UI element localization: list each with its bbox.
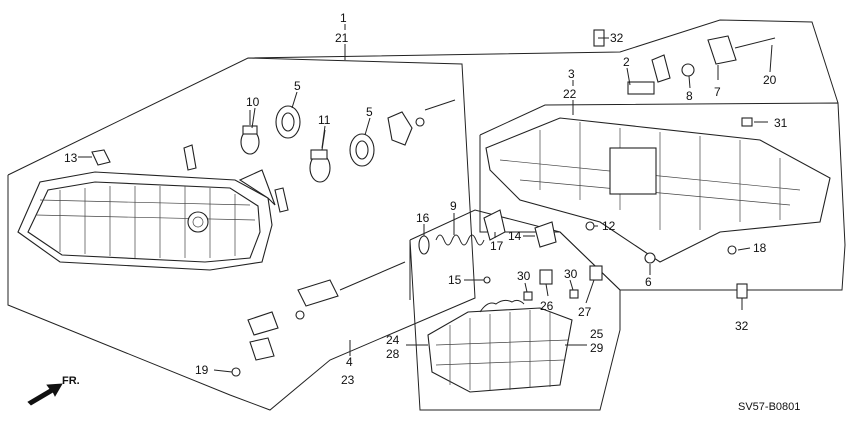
retainer-5a — [275, 105, 301, 139]
bracket-7 — [707, 35, 776, 65]
callout-30-right: 30 — [564, 267, 578, 281]
spring-9 — [418, 209, 506, 255]
callout-14: 14 — [508, 229, 522, 243]
screw-12 — [585, 221, 595, 231]
callout-5-right: 5 — [366, 105, 373, 119]
callout-6: 6 — [645, 275, 652, 289]
callout-29: 29 — [590, 341, 604, 355]
bulb-11 — [309, 129, 331, 183]
front-direction-label: FR. — [62, 375, 80, 387]
callout-11: 11 — [318, 113, 331, 127]
callout-22: 22 — [563, 87, 577, 101]
callout-18: 18 — [753, 241, 767, 255]
bracket-lower — [247, 311, 279, 361]
callout-25: 25 — [590, 327, 604, 341]
callout-21: 21 — [335, 31, 349, 45]
callout-23: 23 — [341, 373, 355, 387]
callout-20: 20 — [763, 73, 777, 87]
callout-17: 17 — [490, 239, 504, 253]
headlight-assembly — [17, 169, 276, 271]
leader-lines — [78, 24, 773, 373]
callout-7: 7 — [714, 85, 721, 99]
callout-28: 28 — [386, 347, 400, 361]
callout-13: 13 — [64, 151, 78, 165]
callout-2: 2 — [623, 55, 630, 69]
screw-15 — [483, 276, 491, 284]
callout-32-top: 32 — [610, 31, 624, 45]
headlight-housing — [485, 117, 831, 263]
callout-31: 31 — [774, 116, 788, 130]
clip-31 — [741, 117, 753, 127]
callout-3: 3 — [568, 67, 575, 81]
clip-14 — [534, 221, 557, 248]
retainer-5b — [349, 133, 375, 167]
housing-group-outline — [479, 102, 846, 291]
headlight-group-outline — [7, 57, 476, 411]
nut-18 — [727, 245, 737, 255]
callout-26: 26 — [540, 299, 554, 313]
callout-labels: 1 21 32 32 2 3 22 4 23 5 5 6 7 8 9 10 11… — [64, 11, 788, 387]
callout-30-left: 30 — [517, 269, 531, 283]
callout-9: 9 — [450, 199, 457, 213]
callout-1: 1 — [340, 11, 347, 25]
front-direction-arrow: FR. — [27, 375, 80, 406]
screw-19 — [231, 367, 241, 377]
callout-4: 4 — [346, 355, 353, 369]
callout-24: 24 — [386, 333, 400, 347]
bolt-32-bottom — [736, 283, 748, 299]
nut-8 — [681, 63, 695, 77]
callout-32-bottom: 32 — [735, 319, 749, 333]
callout-8: 8 — [686, 89, 693, 103]
nut-6 — [644, 252, 656, 264]
clip-pins — [183, 144, 289, 213]
adjuster-2 — [627, 54, 671, 95]
bulb-27 — [569, 265, 603, 299]
side-marker-lens — [427, 299, 573, 393]
callout-27: 27 — [578, 305, 592, 319]
bulb-26 — [523, 269, 553, 301]
adjuster-screw-4 — [295, 261, 406, 320]
top-outline — [247, 19, 839, 104]
side-marker-group-outline — [409, 209, 621, 411]
bulb-10 — [240, 110, 260, 155]
callout-10: 10 — [246, 95, 260, 109]
callout-19: 19 — [195, 363, 209, 377]
callout-15: 15 — [448, 273, 462, 287]
callout-12: 12 — [602, 219, 616, 233]
callout-16: 16 — [416, 211, 430, 225]
callout-5-left: 5 — [294, 79, 301, 93]
diagram-code: SV57-B0801 — [738, 401, 800, 413]
bracket-13 — [91, 149, 111, 166]
adjuster-bracket — [387, 99, 456, 146]
